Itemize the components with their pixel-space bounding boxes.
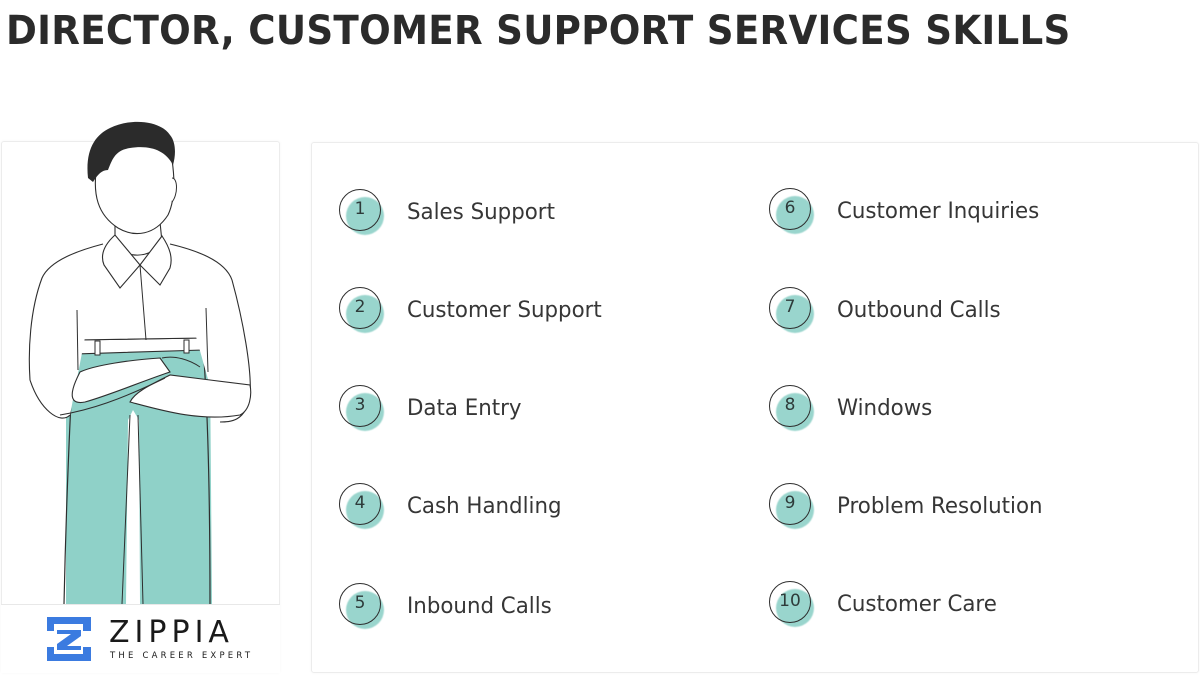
number-badge-icon: 4 — [337, 481, 387, 531]
skills-card — [311, 142, 1199, 673]
skill-label: Customer Inquiries — [837, 198, 1040, 224]
skill-label: Cash Handling — [407, 493, 562, 519]
skill-label: Sales Support — [407, 199, 555, 225]
skill-item: 3 Data Entry — [337, 383, 525, 433]
skill-label: Customer Care — [837, 591, 997, 617]
skill-label: Customer Support — [407, 297, 602, 323]
number-badge-icon: 3 — [337, 383, 387, 433]
skill-label: Problem Resolution — [837, 493, 1043, 519]
skill-label: Outbound Calls — [837, 297, 1001, 323]
number-badge-icon: 1 — [337, 187, 387, 237]
number-badge-icon: 2 — [337, 285, 387, 335]
number-badge-icon: 6 — [767, 186, 817, 236]
brand-tagline: THE CAREER EXPERT — [110, 651, 254, 661]
skill-label: Inbound Calls — [407, 593, 552, 619]
skill-item: 6 Customer Inquiries — [767, 186, 1045, 236]
skill-item: 1 Sales Support — [337, 187, 560, 237]
skill-item: 9 Problem Resolution — [767, 481, 1049, 531]
number-badge-icon: 5 — [337, 581, 387, 631]
person-illustration-icon — [28, 121, 252, 605]
page-title: DIRECTOR, CUSTOMER SUPPORT SERVICES SKIL… — [6, 8, 1071, 54]
skill-item: 8 Windows — [767, 383, 935, 433]
number-badge-icon: 10 — [767, 579, 817, 629]
number-badge-icon: 9 — [767, 481, 817, 531]
brand-footer — [1, 604, 280, 673]
skill-item: 2 Customer Support — [337, 285, 608, 335]
number-badge-icon: 8 — [767, 383, 817, 433]
skill-item: 7 Outbound Calls — [767, 285, 1006, 335]
zippia-logo-icon — [47, 617, 91, 661]
number-badge-icon: 7 — [767, 285, 817, 335]
skill-item: 5 Inbound Calls — [337, 581, 556, 631]
skill-label: Windows — [837, 395, 933, 421]
brand-name: ZIPPIA — [109, 615, 234, 650]
skill-item: 4 Cash Handling — [337, 481, 566, 531]
skill-label: Data Entry — [407, 395, 522, 421]
skill-item: 10 Customer Care — [767, 579, 1002, 629]
